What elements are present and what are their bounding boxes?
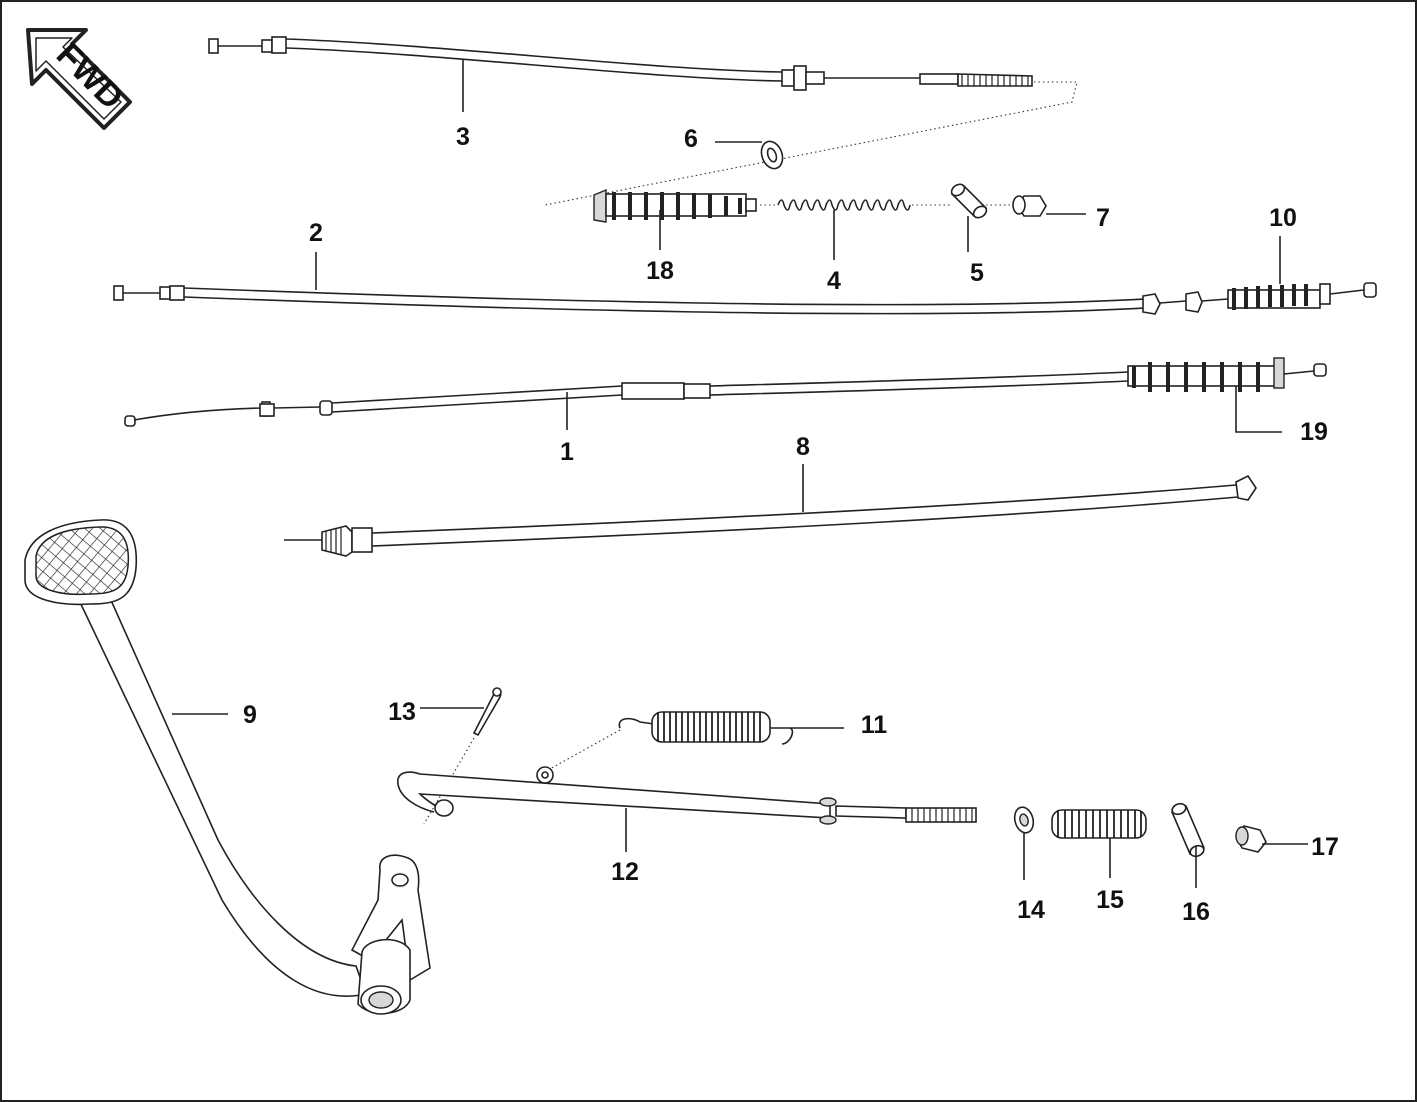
washer-14 [1013,806,1035,834]
callout-18: 18 [646,257,674,285]
callout-12: 12 [611,858,639,886]
adjuster-10 [1227,282,1377,310]
brake-rod-12 [397,766,977,825]
callout-9: 9 [243,701,257,729]
callout-6: 6 [684,125,698,153]
callout-5: 5 [970,259,984,287]
washer-6 [760,140,784,170]
cotter-pin-13 [472,687,502,737]
cable-2 [113,285,1229,315]
cable-3 [208,36,1078,206]
spring-15 [1051,809,1147,839]
cable-1 [124,371,1129,427]
callout-13: 13 [388,698,416,726]
nut-7 [1012,195,1047,217]
callout-17: 17 [1311,833,1339,861]
callout-3: 3 [456,123,470,151]
callout-19: 19 [1300,418,1328,446]
callout-15: 15 [1096,886,1124,914]
callout-11: 11 [861,711,888,739]
fwd-arrow-icon: FWD [26,28,132,130]
callout-1: 1 [560,438,574,466]
spring-4 [777,199,911,211]
spring-11 [618,711,794,745]
callout-14: 14 [1017,896,1045,924]
boot-18 [593,188,757,223]
leader-lines [172,60,1308,888]
callout-7: 7 [1096,204,1110,232]
callout-4: 4 [827,267,841,295]
nut-17 [1235,825,1267,853]
callouts: 1 2 3 4 5 6 7 8 9 10 11 12 13 14 15 16 1… [243,123,1339,926]
pin-5 [950,183,988,219]
pin-16 [1170,802,1206,858]
boot-19 [1127,357,1327,392]
cable-8 [284,474,1257,557]
callout-16: 16 [1182,898,1210,926]
brake-pedal-9 [24,519,431,1015]
callout-10: 10 [1269,204,1297,232]
callout-2: 2 [309,219,323,247]
callout-8: 8 [796,433,810,461]
